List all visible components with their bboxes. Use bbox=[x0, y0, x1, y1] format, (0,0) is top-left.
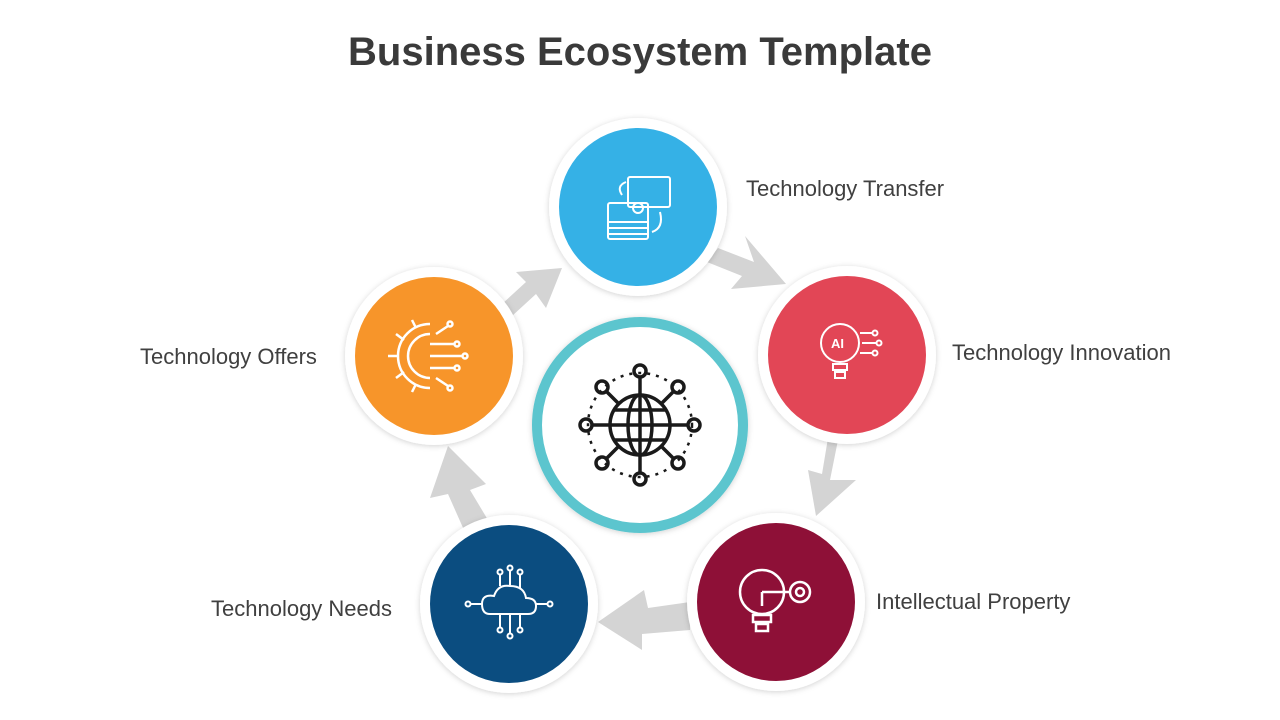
arrow-needs-to-offers bbox=[430, 446, 488, 530]
node-technology-transfer bbox=[549, 118, 727, 296]
ai-lightbulb-icon bbox=[820, 323, 883, 379]
transfer-settings-icon bbox=[607, 176, 671, 240]
label-technology-innovation: Technology Innovation bbox=[952, 340, 1171, 365]
node-technology-needs bbox=[420, 515, 598, 693]
label-technology-offers: Technology Offers bbox=[140, 344, 317, 369]
arrow-offers-to-transfer bbox=[502, 268, 562, 316]
gear-circuit-icon bbox=[388, 319, 469, 393]
lightbulb-key-icon bbox=[738, 568, 812, 633]
center-hub bbox=[532, 317, 748, 533]
label-intellectual-property: Intellectual Property bbox=[876, 589, 1071, 614]
ai-icon-glyph: AI bbox=[831, 336, 844, 351]
arrow-property-to-needs bbox=[598, 590, 690, 650]
globe-network-icon bbox=[578, 363, 702, 487]
arrow-transfer-to-innovation bbox=[707, 236, 786, 289]
node-technology-innovation: AI bbox=[758, 266, 936, 444]
cloud-circuit-icon bbox=[464, 564, 554, 640]
node-technology-offers bbox=[345, 267, 523, 445]
arrow-innovation-to-property bbox=[808, 438, 856, 516]
page-title: Business Ecosystem Template bbox=[348, 30, 932, 74]
node-intellectual-property bbox=[687, 513, 865, 691]
label-technology-transfer: Technology Transfer bbox=[746, 176, 945, 201]
label-technology-needs: Technology Needs bbox=[211, 596, 393, 621]
